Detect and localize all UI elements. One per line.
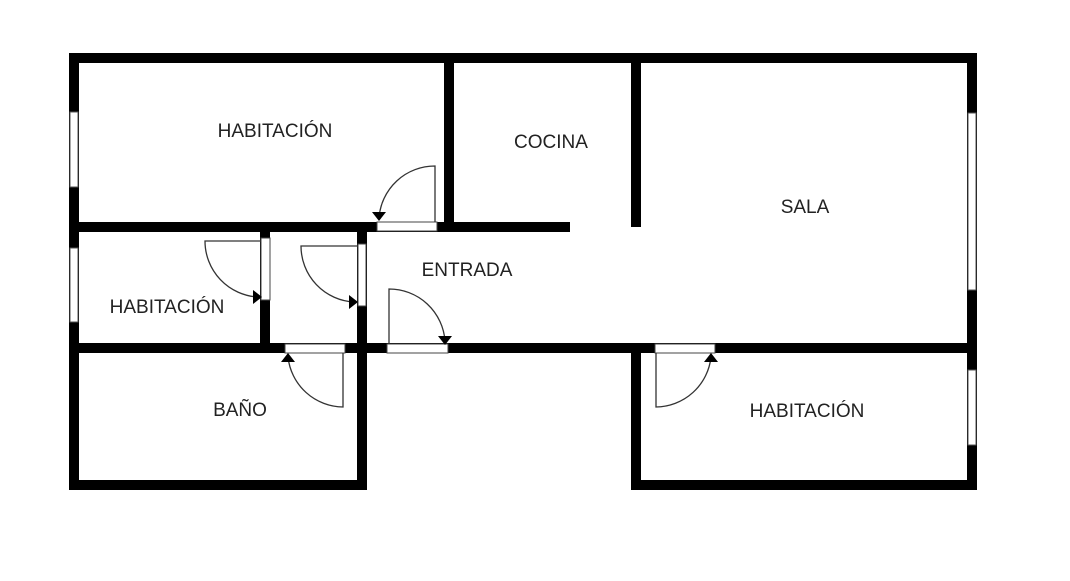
door-bedroom-top xyxy=(372,165,438,232)
wall-bedroom3-bottom xyxy=(631,480,977,490)
room-labels: HABITACIÓN COCINA SALA ENTRADA HABITACIÓ… xyxy=(110,120,865,422)
door-bedroom-bottom xyxy=(654,343,718,408)
wall-corridor-entrance xyxy=(357,222,367,490)
windows xyxy=(69,111,977,446)
wall-bedroom3-left xyxy=(631,343,641,490)
wall-bedroom-kitchen xyxy=(444,53,454,228)
walls xyxy=(69,53,977,490)
window-bedroom-middle xyxy=(69,247,79,323)
door-corridor xyxy=(300,243,367,309)
doors xyxy=(204,165,718,408)
room-label-entrance: ENTRADA xyxy=(422,260,513,281)
wall-horizontal-lower xyxy=(69,343,977,353)
window-bedroom-bottom xyxy=(967,369,977,446)
door-bedroom-middle xyxy=(204,237,271,304)
window-bedroom-top xyxy=(69,111,79,188)
door-entrance xyxy=(386,288,452,354)
room-label-kitchen: COCINA xyxy=(514,132,588,153)
room-label-bedroom-top-left: HABITACIÓN xyxy=(218,120,333,142)
wall-kitchen-living xyxy=(631,53,641,227)
room-label-bedroom-bottom-right: HABITACIÓN xyxy=(750,400,865,422)
wall-bath-bottom xyxy=(69,480,367,490)
door-bathroom xyxy=(281,343,346,408)
wall-top xyxy=(69,53,977,63)
window-living xyxy=(967,112,977,291)
room-label-bathroom: BAÑO xyxy=(213,399,267,421)
wall-horizontal-upper xyxy=(69,222,570,232)
room-label-bedroom-middle-left: HABITACIÓN xyxy=(110,296,225,318)
room-label-living-room: SALA xyxy=(781,197,830,218)
